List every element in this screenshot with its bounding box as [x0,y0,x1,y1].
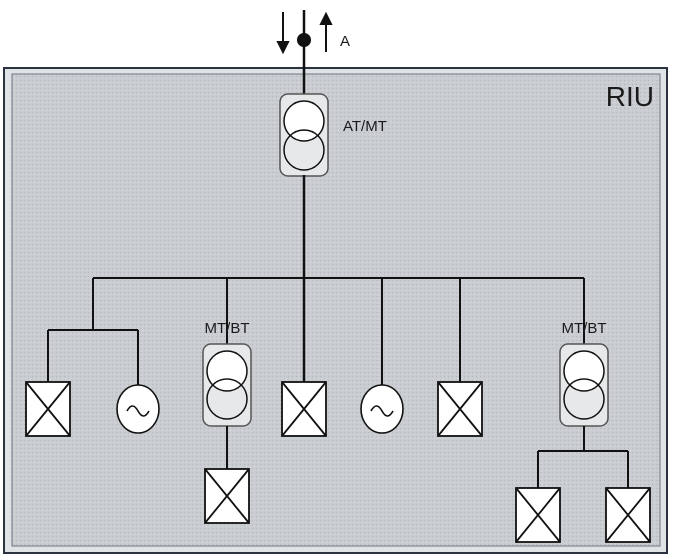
crossed-box-icon [605,487,651,543]
left-transformer-icon [202,343,252,427]
right-transformer-label: MT/BT [562,320,607,337]
crossed-box-icon [437,381,483,437]
arrow-down-icon [276,12,290,55]
crossed-box-icon [281,381,327,437]
branch-left-pair [47,278,139,386]
ac-generator-icon [116,384,160,434]
main-transformer-icon [279,93,329,177]
connection-label: A [340,33,350,50]
main-transformer-label: AT/MT [343,118,387,135]
crossed-box-icon [25,381,71,437]
right-transformer-icon [559,343,609,427]
crossed-box-icon [204,468,250,524]
arrow-up-icon [319,11,333,52]
left-transformer-label: MT/BT [205,320,250,337]
region-label: RIU [606,81,654,112]
crossed-box-icon [515,487,561,543]
ac-generator-icon [360,384,404,434]
connection-node-icon [297,33,311,47]
right-transformer-output [537,426,629,488]
riu-region [3,67,668,554]
